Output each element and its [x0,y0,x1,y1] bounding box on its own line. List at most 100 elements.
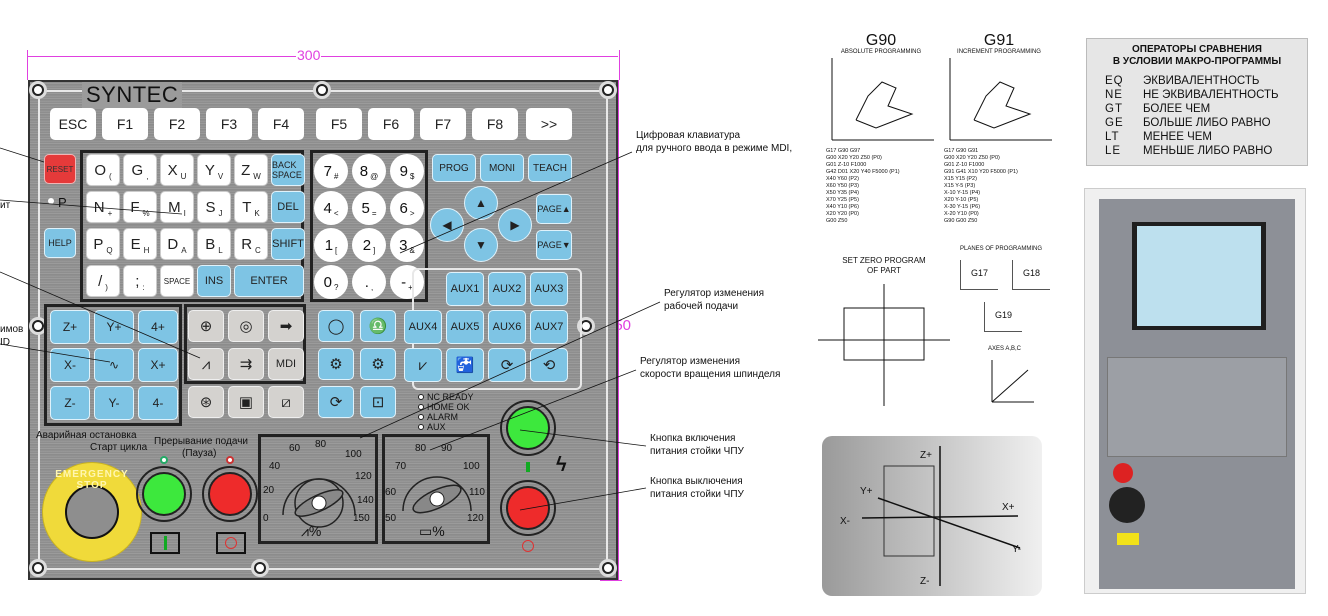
jog-key-2-1[interactable]: Y- [94,386,134,420]
emergency-stop-button[interactable]: EMERGENCY STOP [42,462,142,562]
key-aux1[interactable]: AUX1 [446,272,484,306]
key-aux2[interactable]: AUX2 [488,272,526,306]
spindle-cw-button[interactable]: ⚙ [318,348,354,380]
ref-return-button[interactable]: ⊕ [188,310,224,342]
power-off-button[interactable] [506,486,550,530]
screw-icon [254,562,266,574]
key-num-0-2[interactable]: 9$ [390,154,424,188]
cursor-down-button[interactable]: ▼ [464,228,498,262]
work-light-button[interactable]: ♎ [360,310,396,342]
jog-mode-button[interactable]: ⩘ [188,348,224,380]
key-num-0-1[interactable]: 8@ [352,154,386,188]
help-button[interactable]: HELP [44,228,76,258]
single-block-button[interactable]: ⊛ [188,386,224,418]
key-f8[interactable]: F8 [472,108,518,140]
key-aux5[interactable]: AUX5 [446,310,484,344]
key-prog[interactable]: PROG [432,154,476,182]
key-f2[interactable]: F2 [154,108,200,140]
key-aux4[interactable]: AUX4 [404,310,442,344]
key-num-1-2[interactable]: 6> [390,191,424,225]
key-f1[interactable]: F1 [102,108,148,140]
key-num-2-0[interactable]: 1[ [314,228,348,262]
coolant-nozzle-button[interactable]: ⩗ [404,348,442,382]
block-skip-button[interactable]: ▣ [228,386,264,418]
rapid-jog-button[interactable]: ⇉ [228,348,264,380]
key-/[interactable]: /) [86,265,120,297]
key-esc[interactable]: ESC [50,108,96,140]
key-num-1-1[interactable]: 5= [352,191,386,225]
cursor-up-button[interactable]: ▲ [464,186,498,220]
key-num-0-0[interactable]: 7# [314,154,348,188]
reset-button[interactable]: RESET [44,154,76,184]
cursor-left-button[interactable]: ◀ [430,208,464,242]
feed-override-dial[interactable] [261,437,375,541]
optional-stop-button[interactable]: ⧄ [268,386,304,418]
key-shift[interactable]: SHIFT [271,228,305,260]
spindle-stop-button[interactable]: ⟳ [318,386,354,418]
key-num-2-1[interactable]: 2] [352,228,386,262]
key-n[interactable]: N+ [86,191,120,223]
jog-key-2-2[interactable]: 4- [138,386,178,420]
jog-key-0-0[interactable]: Z+ [50,310,90,344]
g90-code-line: X40 Y10 (P6) [826,204,859,210]
coolant-tap-button[interactable]: 🚰 [446,348,484,382]
key-teach[interactable]: TEACH [528,154,572,182]
key-num-3-0[interactable]: 0? [314,265,348,299]
key-aux6[interactable]: AUX6 [488,310,526,344]
key-g[interactable]: G, [123,154,157,186]
key-ins[interactable]: INS [197,265,231,297]
mdi-mode-button[interactable]: MDI [268,348,304,380]
jog-key-1-0[interactable]: X- [50,348,90,382]
jog-key-0-2[interactable]: 4+ [138,310,178,344]
key-del[interactable]: DEL [271,191,305,223]
key-next-page[interactable]: >> [526,108,572,140]
key-num-3-2[interactable]: -+ [390,265,424,299]
key-f3[interactable]: F3 [206,108,252,140]
key-f4[interactable]: F4 [258,108,304,140]
cursor-right-button[interactable]: ▶ [498,208,532,242]
jog-key-1-1[interactable]: ∿ [94,348,134,382]
key-num-3-1[interactable]: ., [352,265,386,299]
jog-key-2-0[interactable]: Z- [50,386,90,420]
key-f6[interactable]: F6 [368,108,414,140]
key-;[interactable]: ;: [123,265,157,297]
key-back-space[interactable]: BACK SPACE [271,154,305,186]
chip-conveyor-ccw-button[interactable]: ⟲ [530,348,568,382]
key-f7[interactable]: F7 [420,108,466,140]
jog-key-0-1[interactable]: Y+ [94,310,134,344]
key-f5[interactable]: F5 [316,108,362,140]
key-num-2-2[interactable]: 3& [390,228,424,262]
key-aux7[interactable]: AUX7 [530,310,568,344]
handwheel-mode-button[interactable]: ◎ [228,310,264,342]
jog-key-1-2[interactable]: X+ [138,348,178,382]
cycle-start-button[interactable] [142,472,186,516]
spindle-ccw-button[interactable]: ⚙ [360,348,396,380]
feed-hold-button[interactable] [208,472,252,516]
page-down-button[interactable]: PAGE▼ [536,230,572,260]
spindle-jog-button[interactable]: ⊡ [360,386,396,418]
key-aux3[interactable]: AUX3 [530,272,568,306]
key-space[interactable]: SPACE [160,265,194,297]
key-num-1-0[interactable]: 4< [314,191,348,225]
key-f[interactable]: F% [123,191,157,223]
page-up-button[interactable]: PAGE▲ [536,194,572,224]
spindle-override-dial[interactable] [385,437,487,541]
key-enter[interactable]: ENTER [234,265,304,297]
key-o[interactable]: O( [86,154,120,186]
key-moni[interactable]: MONI [480,154,524,182]
chip-conveyor-cw-button[interactable]: ⟳ [488,348,526,382]
auto-mode-button[interactable]: ➡ [268,310,304,342]
spindle-orient-button[interactable]: ◯ [318,310,354,342]
power-on-button[interactable] [506,406,550,450]
